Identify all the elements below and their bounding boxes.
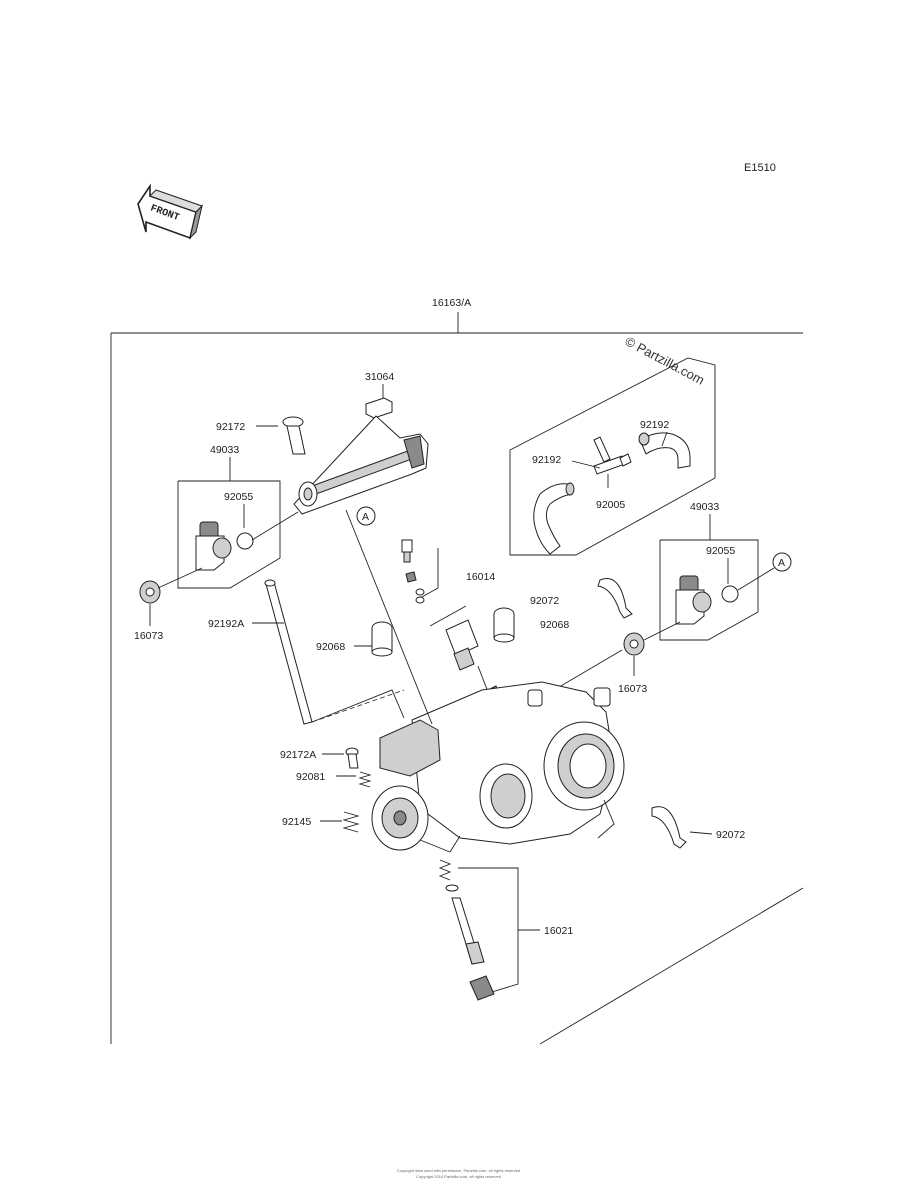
part-label-92192-left: 92192 xyxy=(532,454,561,466)
callout-a-right: A xyxy=(772,552,792,572)
throttle-body xyxy=(371,681,625,853)
part-label-92145: 92145 xyxy=(282,816,311,828)
part-label-49033-right: 49033 xyxy=(690,501,719,513)
cap-92068-right: 92068 xyxy=(493,607,569,643)
spring-92081: 92081 xyxy=(296,771,372,788)
part-label-16073-left: 16073 xyxy=(134,630,163,642)
part-label-92005: 92005 xyxy=(596,499,625,511)
part-label-92055-left: 92055 xyxy=(224,491,253,503)
part-label-49033-left: 49033 xyxy=(210,444,239,456)
part-label-16073-right: 16073 xyxy=(618,683,647,695)
assembly-label: 16163/A xyxy=(432,297,471,309)
part-label-31064: 31064 xyxy=(365,371,394,383)
watermark: © Partzilla.com xyxy=(623,333,707,387)
screw-92172a: 92172A xyxy=(280,747,359,769)
part-label-92072-bottom: 92072 xyxy=(716,829,745,841)
front-arrow-icon: FRONT xyxy=(137,183,203,240)
spring-92145: 92145 xyxy=(282,811,360,833)
part-label-92192-top: 92192 xyxy=(640,419,669,431)
screw-assembly-16021: 16021 xyxy=(438,859,573,1001)
clamp-92072-top: 92072 xyxy=(530,578,633,619)
bolt-92172: 92172 xyxy=(216,416,306,455)
part-label-16014: 16014 xyxy=(466,571,495,583)
part-label-92055-right: 92055 xyxy=(706,545,735,557)
fuel-rail: 31064 xyxy=(293,371,429,515)
part-label-16021: 16021 xyxy=(544,925,573,937)
part-label-92068-right: 92068 xyxy=(540,619,569,631)
part-label-92172: 92172 xyxy=(216,421,245,433)
footer-line-1: Copyright data used with permission, Par… xyxy=(396,1168,521,1173)
injector-group-right: 49033 92055 16073 xyxy=(519,501,775,711)
injector-group-left: 49033 92055 16073 xyxy=(134,444,299,642)
part-label-92192a: 92192A xyxy=(208,618,244,630)
diagram-code: E1510 xyxy=(744,162,776,174)
svg-text:A: A xyxy=(778,557,785,569)
callout-a-left: A xyxy=(356,506,376,526)
assembly-bracket: 16163/A xyxy=(110,297,804,1045)
hose-92192a: 92192A xyxy=(208,579,313,725)
part-label-92068-left: 92068 xyxy=(316,641,345,653)
cap-92068-left: 92068 xyxy=(316,621,393,657)
part-label-92072-top: 92072 xyxy=(530,595,559,607)
part-label-92172a: 92172A xyxy=(280,749,316,761)
footer-line-2: Copyright 2014 Partzilla.com, all rights… xyxy=(416,1174,501,1179)
clamp-92072-bottom: 92072 xyxy=(651,806,745,849)
hose-kit-box: 92192 92192 92005 xyxy=(509,357,716,556)
svg-text:A: A xyxy=(362,511,369,523)
part-label-92081: 92081 xyxy=(296,771,325,783)
sensor-group: 16014 xyxy=(401,539,501,701)
